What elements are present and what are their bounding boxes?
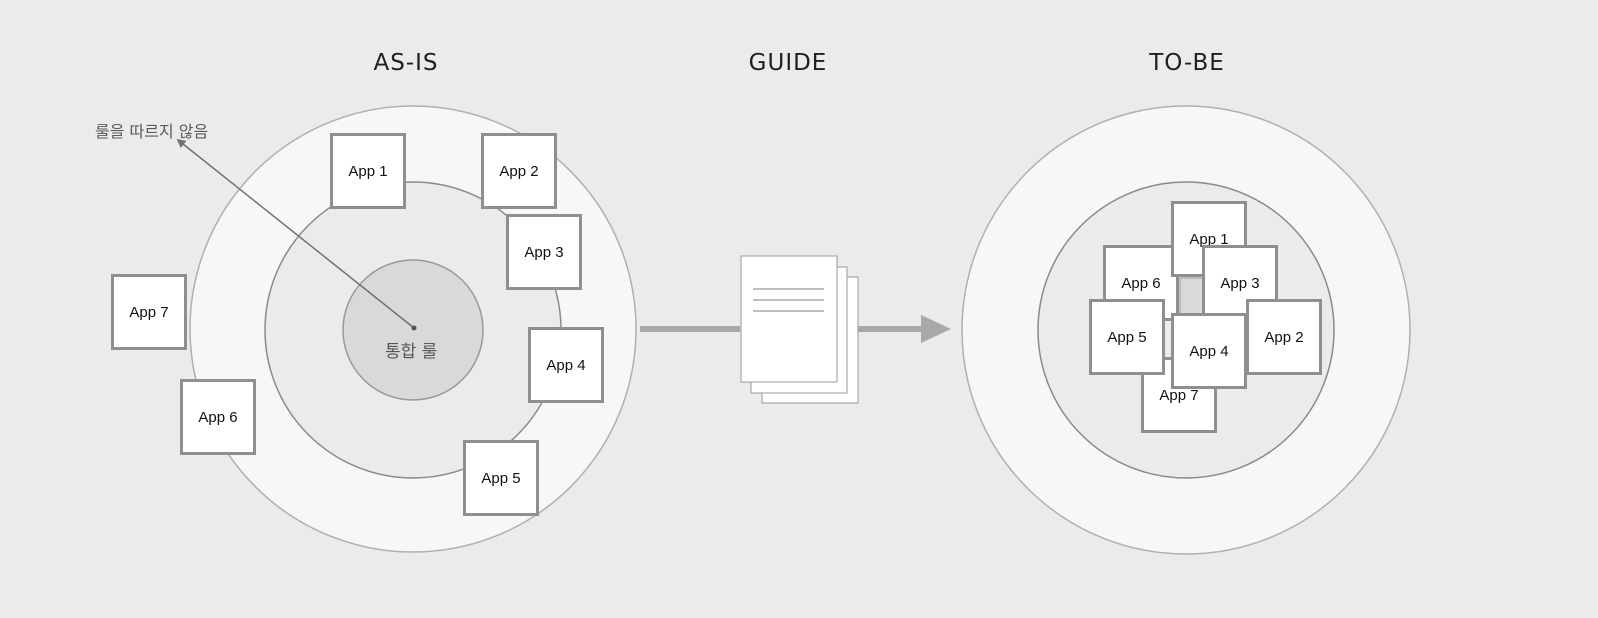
non-compliance-note: 룰을 따르지 않음 [95, 122, 209, 141]
as-is-app-box: App 5 [463, 440, 539, 516]
to-be-app-box: App 2 [1246, 299, 1322, 375]
connector-line-left [640, 326, 740, 332]
as-is-app-box: App 2 [481, 133, 557, 209]
to-be-app-box: App 4 [1171, 313, 1247, 389]
as-is-app-box: App 4 [528, 327, 604, 403]
as-is-title: AS-IS [373, 50, 439, 76]
to-be-app-box: App 5 [1089, 299, 1165, 375]
as-is-app-box: App 7 [111, 274, 187, 350]
as-is-app-box: App 3 [506, 214, 582, 290]
guide-title: GUIDE [748, 50, 828, 76]
pointer-origin-dot [411, 325, 417, 331]
unified-rule-label: 통합 룰 [385, 342, 438, 362]
as-is-app-box: App 1 [330, 133, 406, 209]
connector-line-right [858, 326, 923, 332]
to-be-title: TO-BE [1149, 50, 1225, 76]
document-front-sheet [740, 255, 838, 383]
arrow-head [921, 315, 951, 343]
as-is-app-box: App 6 [180, 379, 256, 455]
note-pointer-arrow [176, 138, 415, 329]
